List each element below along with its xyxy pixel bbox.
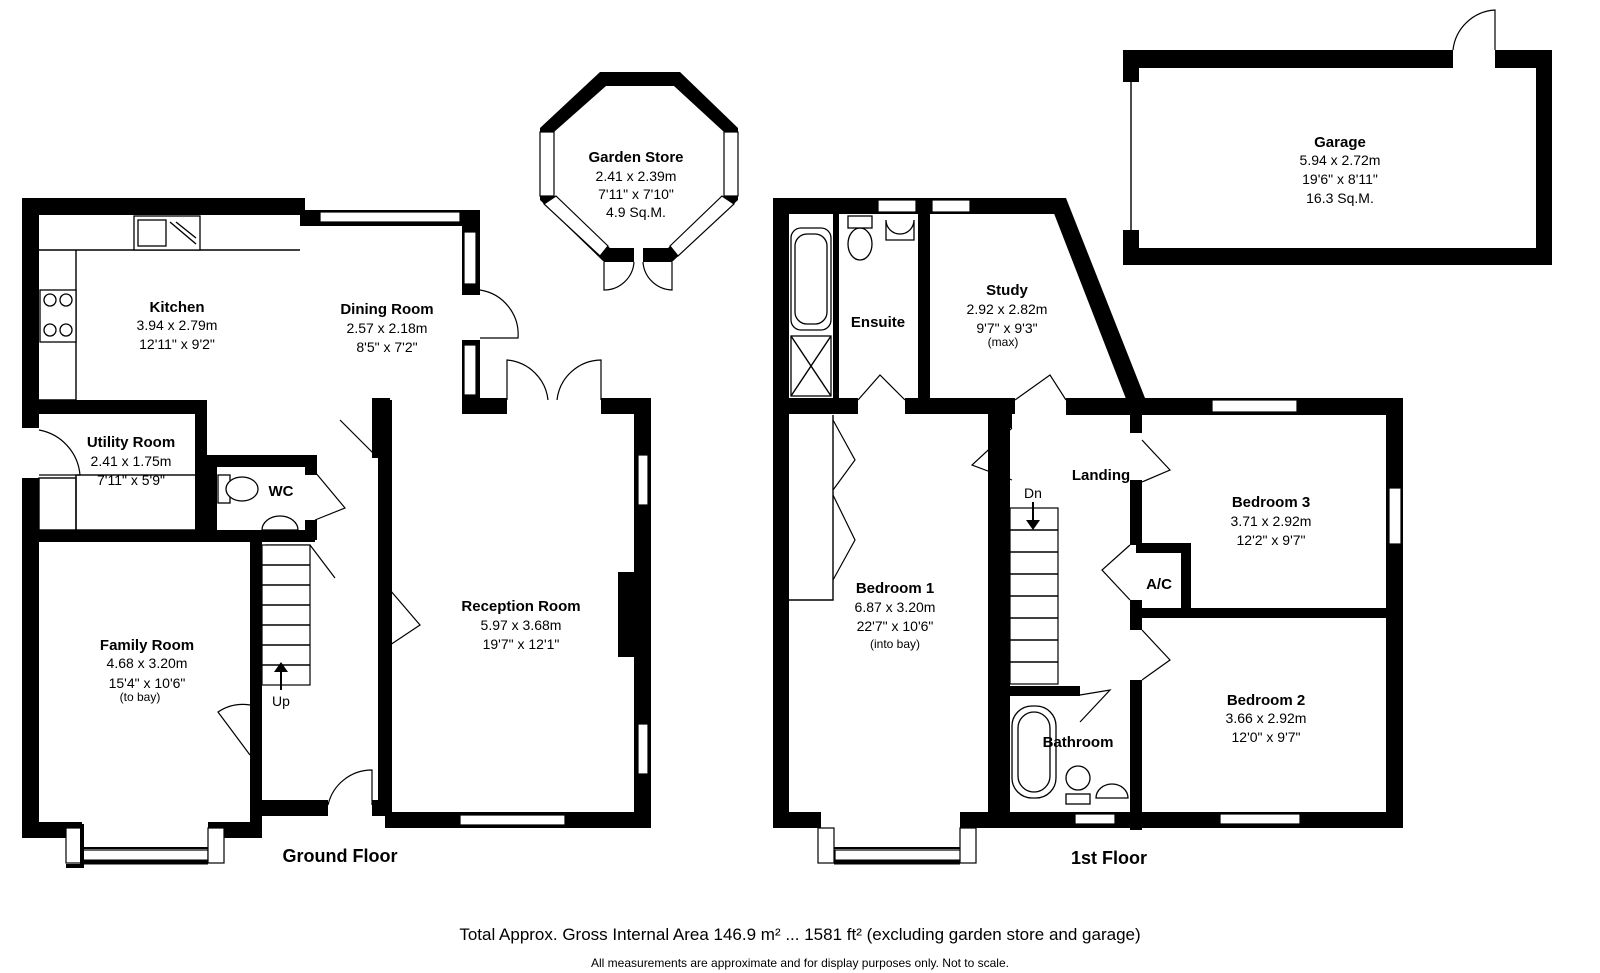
ensuite-name: Ensuite	[851, 314, 905, 331]
bedroom2-imperial: 12'0" x 9'7"	[1232, 729, 1301, 745]
reception-imperial: 19'7" x 12'1"	[483, 636, 560, 652]
bedroom1-imperial: 22'7" x 10'6"	[857, 618, 934, 634]
kitchen-metric: 3.94 x 2.79m	[137, 317, 218, 333]
garden-store-metric: 2.41 x 2.39m	[596, 168, 677, 184]
kitchen-imperial: 12'11" x 9'2"	[139, 336, 215, 352]
family-name: Family Room	[100, 637, 194, 654]
total-area-text: Total Approx. Gross Internal Area 146.9 …	[459, 925, 1141, 944]
reception-metric: 5.97 x 3.68m	[481, 617, 562, 633]
family-note: (to bay)	[120, 690, 161, 704]
kitchen-name: Kitchen	[149, 299, 204, 316]
garage-metric: 5.94 x 2.72m	[1300, 152, 1381, 168]
bedroom3-imperial: 12'2" x 9'7"	[1237, 532, 1306, 548]
bedroom2-metric: 3.66 x 2.92m	[1226, 710, 1307, 726]
garden-store-area: 4.9 Sq.M.	[606, 204, 666, 220]
wc-name: WC	[269, 483, 294, 500]
first-floor-label: 1st Floor	[1071, 848, 1147, 868]
bedroom3-name: Bedroom 3	[1232, 494, 1310, 511]
disclaimer-text: All measurements are approximate and for…	[591, 956, 1009, 970]
utility-metric: 2.41 x 1.75m	[91, 453, 172, 469]
study-metric: 2.92 x 2.82m	[967, 301, 1048, 317]
garage-plan	[1123, 9, 1552, 265]
bedroom3-metric: 3.71 x 2.92m	[1231, 513, 1312, 529]
dining-imperial: 8'5" x 7'2"	[356, 339, 417, 355]
garage-imperial: 19'6" x 8'11"	[1302, 171, 1378, 187]
first-floor-plan	[773, 198, 1403, 865]
bedroom1-note: (into bay)	[870, 637, 920, 651]
study-note: (max)	[988, 335, 1019, 349]
bathroom-name: Bathroom	[1043, 734, 1114, 751]
landing-name: Landing	[1072, 467, 1130, 484]
bedroom1-metric: 6.87 x 3.20m	[855, 599, 936, 615]
ground-floor-plan	[22, 198, 651, 868]
dining-metric: 2.57 x 2.18m	[347, 320, 428, 336]
stairs-up-label: Up	[272, 693, 290, 709]
family-metric: 4.68 x 3.20m	[107, 655, 188, 671]
garden-store-imperial: 7'11" x 7'10"	[598, 186, 674, 202]
reception-name: Reception Room	[461, 598, 580, 615]
utility-imperial: 7'11" x 5'9"	[97, 472, 165, 488]
garage-name: Garage	[1314, 134, 1366, 151]
stairs-down-label: Dn	[1024, 485, 1042, 501]
ac-name: A/C	[1146, 576, 1172, 593]
bedroom2-name: Bedroom 2	[1227, 692, 1305, 709]
garden-store-plan	[539, 72, 739, 291]
bedroom1-name: Bedroom 1	[856, 580, 934, 597]
family-imperial: 15'4" x 10'6"	[109, 675, 186, 691]
ground-floor-label: Ground Floor	[283, 846, 398, 866]
garage-area: 16.3 Sq.M.	[1306, 190, 1374, 206]
study-name: Study	[986, 282, 1028, 299]
utility-name: Utility Room	[87, 434, 175, 451]
study-imperial: 9'7" x 9'3"	[976, 320, 1037, 336]
garden-store-name: Garden Store	[588, 149, 683, 166]
dining-name: Dining Room	[340, 301, 433, 318]
room-labels: Kitchen 3.94 x 2.79m 12'11" x 9'2" Dinin…	[87, 134, 1381, 868]
